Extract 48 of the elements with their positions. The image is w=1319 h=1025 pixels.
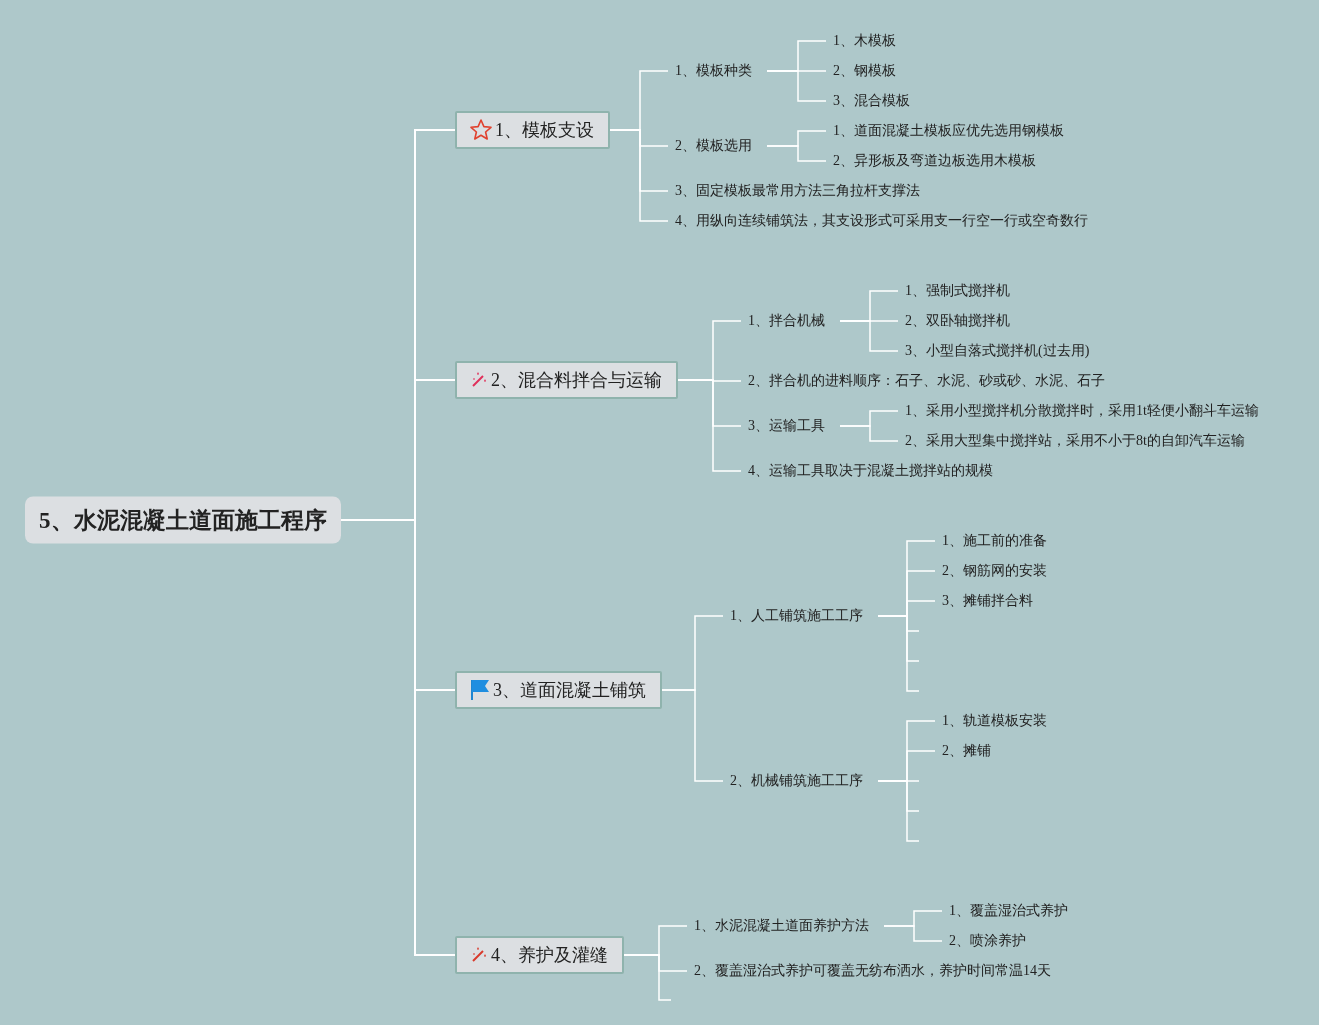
topic-text: 2、钢筋网的安装 xyxy=(935,564,1062,578)
topic-text: 2、异形板及弯道边板选用木模板 xyxy=(826,154,1051,168)
topic-text: 3、混合模板 xyxy=(826,94,925,108)
topic-text: 3、固定模板最常用方法三角拉杆支撑法 xyxy=(668,184,935,198)
topic-box xyxy=(455,111,610,149)
connector-line xyxy=(623,954,672,1001)
topic-text: 2、摊铺 xyxy=(935,744,1006,758)
connector-line xyxy=(661,689,724,782)
topic-text: 2、钢模板 xyxy=(826,64,911,78)
topic-label: 2、混合料拌合与运输 xyxy=(491,369,662,392)
topic-text: 2、喷涂养护 xyxy=(942,934,1041,948)
connector-line xyxy=(677,379,742,472)
topic-text: 1、模板种类 xyxy=(668,64,767,78)
topic-text: 4、用纵向连续铺筑法，其支设形式可采用支一行空一行或空奇数行 xyxy=(668,214,1103,228)
topic-label: 4、养护及灌缝 xyxy=(491,944,608,967)
topic-text: 1、拌合机械 xyxy=(741,314,840,328)
topic-text: 2、机械铺筑施工工序 xyxy=(723,774,878,788)
topic-box xyxy=(455,936,624,974)
connector-line xyxy=(609,129,669,222)
topic-text: 2、采用大型集中搅拌站，采用不小于8t的自卸汽车运输 xyxy=(898,434,1260,448)
topic-text: 1、采用小型搅拌机分散搅拌时，采用1t轻便小翻斗车运输 xyxy=(898,404,1274,418)
topic-text: 1、强制式搅拌机 xyxy=(898,284,1025,298)
topic-text: 3、小型自落式搅拌机(过去用) xyxy=(898,344,1105,358)
topic-label: 1、模板支设 xyxy=(495,119,594,142)
topic-text: 1、道面混凝土模板应优先选用钢模板 xyxy=(826,124,1079,138)
topic-text: 1、人工铺筑施工工序 xyxy=(723,609,878,623)
topic-text: 1、木模板 xyxy=(826,34,911,48)
topic-text: 4、运输工具取决于混凝土搅拌站的规模 xyxy=(741,464,1008,478)
topic-text: 1、施工前的准备 xyxy=(935,534,1062,548)
topic-label: 3、道面混凝土铺筑 xyxy=(493,679,646,702)
connector-line xyxy=(766,70,827,102)
topic-box xyxy=(455,671,662,709)
topic-text: 2、覆盖湿治式养护可覆盖无纺布洒水，养护时间常温14天 xyxy=(687,964,1066,978)
connector-line xyxy=(839,320,899,352)
topic-text: 3、摊铺拌合料 xyxy=(935,594,1048,608)
topic-text: 3、运输工具 xyxy=(741,419,840,433)
central-topic-box: 5、水泥混凝土道面施工程序 xyxy=(25,496,341,544)
topic-text: 1、覆盖湿治式养护 xyxy=(942,904,1083,918)
topic-text: 1、水泥混凝土道面养护方法 xyxy=(687,919,884,933)
topic-text: 2、拌合机的进料顺序：石子、水泥、砂或砂、水泥、石子 xyxy=(741,374,1120,388)
topic-box xyxy=(455,361,678,399)
connector-line xyxy=(839,425,899,442)
topic-text: 2、模板选用 xyxy=(668,139,767,153)
connector-line xyxy=(877,780,920,842)
topic-text: 1、轨道模板安装 xyxy=(935,714,1062,728)
connector-line xyxy=(766,145,827,162)
topic-text: 2、双卧轴搅拌机 xyxy=(898,314,1025,328)
connector-line xyxy=(883,925,943,942)
